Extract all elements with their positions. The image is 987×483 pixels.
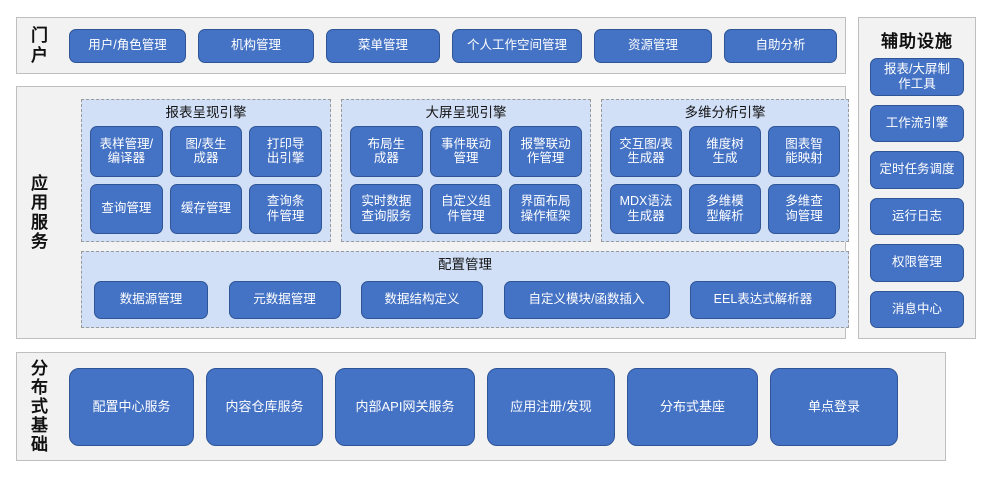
module-打印导出引擎[interactable]: 打印导 出引擎 [249, 126, 323, 177]
portal-button-资源管理[interactable]: 资源管理 [594, 28, 712, 63]
portal-button-用户-角色管理[interactable]: 用户/角色管理 [69, 28, 186, 63]
portal-button-机构管理[interactable]: 机构管理 [198, 28, 314, 63]
module-维度树生成[interactable]: 维度树 生成 [689, 126, 761, 177]
distributed-infrastructure-layer-label-text: 分布式基础 [31, 358, 49, 455]
config-button-EEL表达式解析器[interactable]: EEL表达式解析器 [690, 280, 836, 319]
module-报警联动作管理[interactable]: 报警联动 作管理 [509, 126, 583, 177]
module-表样管理-编译器[interactable]: 表样管理/ 编译器 [90, 126, 163, 177]
group-configuration-management: 配置管理 数据源管理元数据管理数据结构定义自定义模块/函数插入 EEL表达式解析器 [81, 251, 849, 328]
application-service-layer-panel: 应用服务 报表呈现引擎 表样管理/ 编译器图/表生 成器打印导 出引擎查询管理缓… [16, 86, 849, 339]
application-service-layer-label-text: 应用服务 [31, 174, 49, 251]
aux-button-报表-大屏制作工具[interactable]: 报表/大屏制 作工具 [870, 58, 964, 96]
aux-button-权限管理[interactable]: 权限管理 [870, 244, 964, 282]
infra-button-分布式基座[interactable]: 分布式基座 [627, 367, 758, 446]
module-多维模型解析[interactable]: 多维模 型解析 [689, 183, 761, 234]
module-自定义组件管理[interactable]: 自定义组 件管理 [429, 183, 503, 234]
config-button-数据结构定义[interactable]: 数据结构定义 [361, 280, 483, 319]
portal-layer-label-text: 门户 [31, 26, 49, 65]
aux-button-工作流引擎[interactable]: 工作流引擎 [870, 104, 964, 142]
infra-button-单点登录[interactable]: 单点登录 [770, 367, 898, 446]
group-bigscreen-rendering-engine-title: 大屏呈现引擎 [425, 105, 507, 120]
configuration-management-row: 数据源管理元数据管理数据结构定义自定义模块/函数插入 EEL表达式解析器 [94, 280, 836, 319]
group-multidimensional-analysis-engine-grid: 交互图/表 生成器维度树 生成图表智 能映射 MDX语法 生成器多维模 型解析多维… [610, 126, 840, 234]
config-button-数据源管理[interactable]: 数据源管理 [94, 280, 208, 319]
module-图-表生成器[interactable]: 图/表生 成器 [169, 126, 243, 177]
group-report-rendering-engine-title: 报表呈现引擎 [165, 105, 247, 120]
group-1-row-0: 布局生 成器事件联动 管理报警联动 作管理 [350, 126, 583, 177]
portal-layer-panel: 门户 用户/角色管理机构管理菜单管理个人工作空间管理资源管理自助分析 [16, 17, 846, 74]
application-service-layer-label: 应用服务 [17, 87, 63, 338]
group-2-row-1: MDX语法 生成器多维模 型解析多维查 询管理 [610, 183, 840, 234]
module-查询管理[interactable]: 查询管理 [90, 183, 163, 234]
module-图表智能映射[interactable]: 图表智 能映射 [768, 126, 840, 177]
config-button-自定义模块-函数插入[interactable]: 自定义模块/函数插入 [503, 280, 670, 319]
aux-button-定时任务调度[interactable]: 定时任务调度 [870, 151, 964, 189]
infrastructure-button-row: 配置中心服务内容仓库服务内部API网关服务应用注册/发现分布式基座单点登录 [69, 353, 939, 460]
group-1-row-1: 实时数据 查询服务自定义组 件管理界面布局 操作框架 [350, 183, 583, 234]
infra-button-配置中心服务[interactable]: 配置中心服务 [69, 367, 194, 446]
auxiliary-facilities-panel: 辅助设施 报表/大屏制 作工具工作流引擎定时任务调度运行日志权限管理消息中心 [858, 17, 976, 339]
aux-button-消息中心[interactable]: 消息中心 [870, 290, 964, 328]
group-multidimensional-analysis-engine-title: 多维分析引擎 [684, 105, 766, 120]
group-0-row-1: 查询管理缓存管理查询条 件管理 [90, 183, 323, 234]
infra-button-应用注册-发现[interactable]: 应用注册/发现 [487, 367, 615, 446]
distributed-infrastructure-layer-label: 分布式基础 [17, 353, 63, 460]
auxiliary-facilities-list: 报表/大屏制 作工具工作流引擎定时任务调度运行日志权限管理消息中心 [870, 58, 964, 328]
module-查询条件管理[interactable]: 查询条 件管理 [249, 183, 323, 234]
module-界面布局操作框架[interactable]: 界面布局 操作框架 [509, 183, 583, 234]
group-0-row-0: 表样管理/ 编译器图/表生 成器打印导 出引擎 [90, 126, 323, 177]
group-bigscreen-rendering-engine-grid: 布局生 成器事件联动 管理报警联动 作管理实时数据 查询服务自定义组 件管理界面… [350, 126, 583, 234]
group-bigscreen-rendering-engine: 大屏呈现引擎 布局生 成器事件联动 管理报警联动 作管理实时数据 查询服务自定义… [341, 99, 591, 242]
auxiliary-facilities-title: 辅助设施 [881, 32, 953, 51]
config-button-元数据管理[interactable]: 元数据管理 [228, 280, 341, 319]
infra-button-内部API网关服务[interactable]: 内部API网关服务 [335, 367, 475, 446]
module-MDX语法生成器[interactable]: MDX语法 生成器 [610, 183, 682, 234]
module-多维查询管理[interactable]: 多维查 询管理 [768, 183, 840, 234]
aux-button-运行日志[interactable]: 运行日志 [870, 197, 964, 235]
module-交互图-表生成器[interactable]: 交互图/表 生成器 [610, 126, 682, 177]
infra-button-内容仓库服务[interactable]: 内容仓库服务 [206, 367, 323, 446]
module-实时数据查询服务[interactable]: 实时数据 查询服务 [350, 183, 423, 234]
group-report-rendering-engine: 报表呈现引擎 表样管理/ 编译器图/表生 成器打印导 出引擎查询管理缓存管理查询… [81, 99, 331, 242]
portal-layer-label: 门户 [17, 18, 63, 73]
group-configuration-management-title: 配置管理 [438, 257, 492, 272]
distributed-infrastructure-layer-panel: 分布式基础 配置中心服务内容仓库服务内部API网关服务应用注册/发现分布式基座单… [16, 352, 946, 461]
portal-button-个人工作空间管理[interactable]: 个人工作空间管理 [452, 28, 582, 63]
module-布局生成器[interactable]: 布局生 成器 [350, 126, 423, 177]
portal-button-自助分析[interactable]: 自助分析 [724, 28, 837, 63]
portal-button-菜单管理[interactable]: 菜单管理 [326, 28, 440, 63]
group-2-row-0: 交互图/表 生成器维度树 生成图表智 能映射 [610, 126, 840, 177]
group-report-rendering-engine-grid: 表样管理/ 编译器图/表生 成器打印导 出引擎查询管理缓存管理查询条 件管理 [90, 126, 323, 234]
module-事件联动管理[interactable]: 事件联动 管理 [429, 126, 503, 177]
module-缓存管理[interactable]: 缓存管理 [169, 183, 243, 234]
portal-button-row: 用户/角色管理机构管理菜单管理个人工作空间管理资源管理自助分析 [69, 18, 839, 73]
